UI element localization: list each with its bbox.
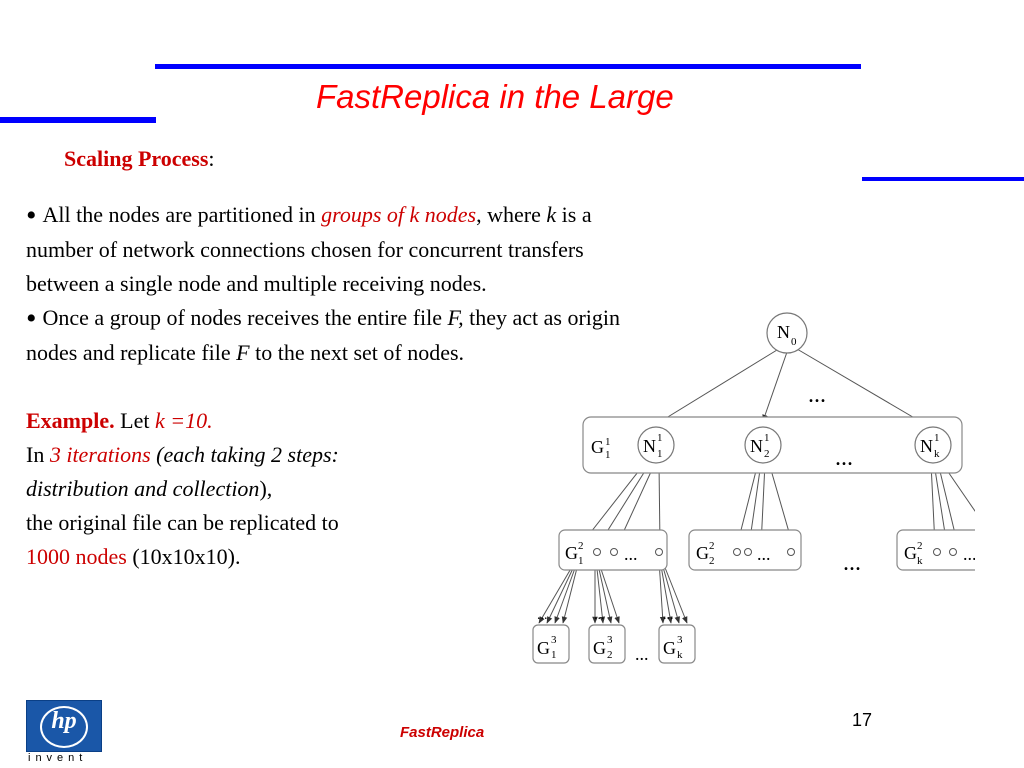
slide-title: FastReplica in the Large (316, 78, 674, 115)
slide-body: •All the nodes are partitioned in groups… (26, 198, 636, 574)
svg-text:k: k (934, 448, 940, 460)
node-n1: N 1 1 (637, 426, 675, 464)
svg-text:1: 1 (934, 432, 940, 444)
node-n2: N 1 2 (744, 426, 782, 464)
svg-text:G: G (591, 437, 604, 457)
tree-arrows (538, 348, 975, 624)
example-line: the original file can be replicated to (26, 510, 339, 535)
left-accent-bar (0, 117, 156, 123)
svg-text:N: N (777, 322, 790, 342)
group-level3-1: ... G 3 1 (532, 608, 570, 664)
group-level2-2: G 2 2 ... (688, 529, 802, 571)
subtitle-colon: : (208, 146, 215, 171)
svg-text:1: 1 (657, 432, 663, 444)
group-level1: G 1 1 N 1 1 N 1 2 ... N 1 k (582, 416, 963, 474)
svg-text:...: ... (963, 544, 975, 564)
bullet-item: •All the nodes are partitioned in groups… (26, 199, 592, 296)
example-line: In 3 iterations (each taking 2 steps: (26, 442, 339, 467)
bullet-icon: • (26, 302, 37, 335)
svg-text:2: 2 (917, 540, 923, 552)
svg-text:...: ... (624, 544, 638, 564)
svg-text:2: 2 (607, 649, 613, 661)
svg-text:N: N (643, 436, 656, 456)
svg-text:G: G (537, 638, 550, 658)
svg-text:1: 1 (578, 555, 584, 567)
svg-text:G: G (593, 638, 606, 658)
bullet-item: •Once a group of nodes receives the enti… (26, 302, 621, 365)
svg-text:...: ... (663, 608, 674, 623)
svg-text:...: ... (757, 544, 771, 564)
slide-subtitle: Scaling Process: (64, 146, 215, 172)
svg-text:2: 2 (709, 555, 715, 567)
svg-text:2: 2 (709, 540, 715, 552)
root-node: N 0 (766, 312, 808, 354)
svg-text:3: 3 (551, 634, 557, 646)
page-number: 17 (852, 710, 873, 730)
ellipsis: ... (835, 445, 853, 471)
svg-text:k: k (677, 649, 683, 661)
svg-text:G: G (696, 543, 709, 563)
svg-text:N: N (750, 436, 763, 456)
group-level2-k: G 2 k ... (896, 529, 975, 571)
svg-text:1: 1 (764, 432, 770, 444)
svg-text:1: 1 (551, 649, 557, 661)
svg-text:N: N (920, 436, 933, 456)
ellipsis: ... (843, 550, 861, 576)
logo-mark: hp (51, 708, 77, 734)
replication-tree-diagram: N 0 ... G 1 1 N 1 1 N 1 2 ... N 1 k G (532, 312, 975, 664)
example-line: Example. Let k =10. (26, 408, 213, 433)
group-level3-k: ... G 3 k (658, 608, 696, 664)
node-nk: N 1 k (914, 426, 952, 464)
svg-text:G: G (565, 543, 578, 563)
right-accent-bar (862, 177, 1024, 181)
ellipsis: ... (635, 644, 649, 664)
svg-text:2: 2 (764, 448, 770, 460)
top-accent-bar (155, 64, 861, 69)
logo-tagline: invent (28, 752, 88, 764)
svg-text:0: 0 (791, 336, 797, 348)
svg-text:...: ... (537, 608, 548, 623)
ellipsis: ... (808, 382, 826, 408)
highlight-text: groups of k nodes (321, 202, 477, 227)
svg-text:3: 3 (677, 634, 683, 646)
example-line: distribution and collection), (26, 476, 273, 501)
group-level3-2: ... G 3 2 (588, 608, 626, 664)
svg-text:G: G (904, 543, 917, 563)
svg-text:1: 1 (657, 448, 663, 460)
subtitle-label: Scaling Process (64, 146, 209, 171)
svg-text:k: k (917, 555, 923, 567)
footer-text: FastReplica (400, 724, 485, 741)
example-label: Example. (26, 408, 115, 433)
svg-text:1: 1 (605, 436, 611, 448)
svg-text:G: G (663, 638, 676, 658)
svg-text:...: ... (594, 608, 605, 623)
logo-circle (40, 706, 88, 748)
example-line: 1000 nodes (10x10x10). (26, 544, 241, 569)
svg-text:1: 1 (605, 449, 611, 461)
svg-text:3: 3 (607, 634, 613, 646)
hp-logo: hp invent (26, 700, 102, 766)
bullet-icon: • (26, 199, 37, 232)
svg-text:2: 2 (578, 540, 584, 552)
group-level2-1: G 2 1 ... (558, 529, 668, 571)
